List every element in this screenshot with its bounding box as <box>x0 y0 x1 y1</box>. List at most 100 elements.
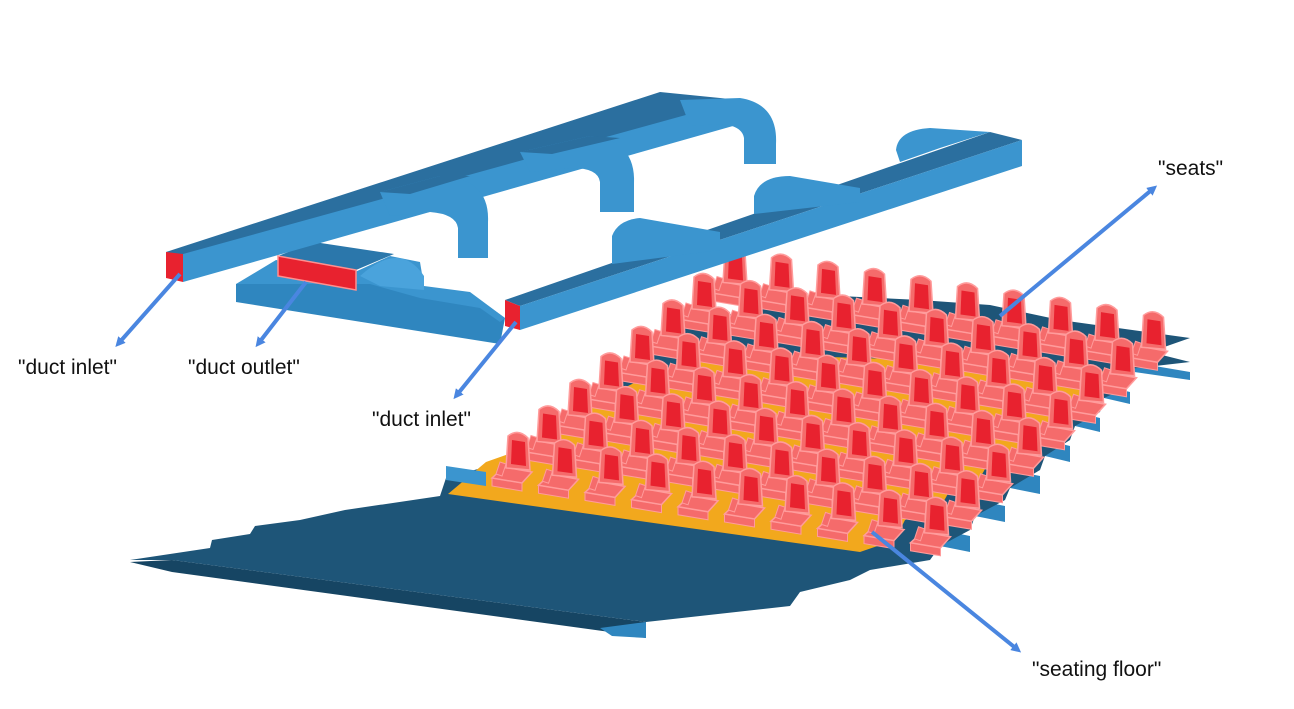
seat-back-face <box>697 374 712 401</box>
seat-armrest <box>681 490 693 506</box>
seat-back-face <box>914 471 929 498</box>
duct-outlet-face <box>277 255 357 291</box>
seat-armrest <box>882 458 895 475</box>
seat-back-face <box>1053 398 1069 425</box>
seating-floor-step-left <box>446 466 486 486</box>
seat-back-face <box>1022 331 1038 358</box>
seat <box>753 253 797 314</box>
seat-armrest <box>944 311 957 328</box>
seat-back-face <box>1084 372 1100 399</box>
duct-right <box>505 128 1022 330</box>
seat <box>862 395 906 456</box>
seat <box>1001 323 1045 383</box>
seat-armrest <box>820 323 833 340</box>
callout-labels: "duct inlet" "duct outlet" "duct inlet" … <box>18 157 1223 681</box>
seat-armrest <box>913 432 926 448</box>
duct-branch-1-dark <box>380 176 470 194</box>
seat-back-face <box>712 314 728 341</box>
seat-back-face <box>681 341 697 368</box>
duct-right-hump-3 <box>896 128 990 162</box>
seat <box>769 474 813 535</box>
seat-armrest <box>603 415 616 431</box>
seat <box>660 332 704 393</box>
label-seating-floor: "seating floor" <box>1032 658 1161 681</box>
seat-back-face <box>557 447 573 474</box>
seat-armrest <box>650 422 662 439</box>
outlet-plenum-front <box>236 278 505 344</box>
duct-right-hump-1 <box>612 218 720 264</box>
seat <box>536 438 580 499</box>
seat-back-face <box>821 456 836 483</box>
cabin-floor-edge <box>130 560 646 638</box>
seat-back-face <box>604 454 619 481</box>
duct-system <box>166 92 1022 344</box>
seat-armrest <box>619 355 631 371</box>
seat-back-face <box>1069 338 1084 365</box>
seat-armrest <box>619 449 631 465</box>
seat <box>722 467 766 528</box>
seat <box>722 279 766 340</box>
seat-back-face <box>945 444 960 471</box>
seat-armrest <box>588 381 600 398</box>
seat <box>598 385 642 446</box>
seat-armrest <box>572 442 585 458</box>
seat <box>939 470 983 530</box>
seat <box>722 373 766 434</box>
seat-back-face <box>867 463 883 490</box>
seat-armrest <box>960 345 972 361</box>
duct-branch-3 <box>680 98 777 164</box>
seat <box>846 267 890 328</box>
seat-armrest <box>805 478 817 494</box>
seat <box>614 419 658 480</box>
seat-back-face <box>945 350 960 377</box>
arrow-seats <box>998 185 1158 318</box>
seat-armrest <box>727 309 740 325</box>
seat-back-face <box>1053 304 1069 331</box>
seat-armrest <box>727 403 740 419</box>
duct-right-upper <box>505 132 1022 306</box>
seat-back-face <box>728 254 743 281</box>
seat-back-face <box>619 394 635 421</box>
seat-back-face <box>511 440 526 466</box>
seat-back-face <box>728 348 743 375</box>
seat-back-face <box>743 288 759 315</box>
seat <box>800 448 844 509</box>
seat-armrest <box>789 350 802 366</box>
seat <box>691 400 735 461</box>
seat <box>815 388 859 449</box>
seat <box>552 378 596 439</box>
seat-armrest <box>975 473 988 489</box>
label-duct-outlet: "duct outlet" <box>188 356 300 379</box>
seat <box>939 282 983 343</box>
seat-back-face <box>867 370 883 396</box>
seat-armrest <box>541 468 554 484</box>
seat <box>583 352 627 413</box>
seat-back-face <box>790 483 805 510</box>
seat-back-face <box>1007 391 1022 418</box>
seat-armrest <box>836 357 848 373</box>
seat-armrest <box>851 297 864 313</box>
seat-back-face <box>542 413 557 440</box>
seat <box>893 275 937 335</box>
seat-back-face <box>743 476 759 502</box>
seat-back-face <box>697 281 712 307</box>
seat-back-face <box>852 336 867 363</box>
seat-back-face <box>929 504 945 531</box>
seat-back-face <box>960 384 976 411</box>
seat <box>970 349 1014 410</box>
seat-back-face <box>712 408 728 435</box>
seat-back-face <box>836 396 852 423</box>
seat <box>955 315 999 376</box>
seat-armrest <box>1099 367 1112 383</box>
seat-back-face <box>666 401 681 428</box>
outlet-box-top <box>278 242 394 270</box>
seat-back-face <box>960 290 976 317</box>
seat <box>908 402 952 463</box>
seat-armrest <box>1006 446 1019 462</box>
seat <box>893 462 937 523</box>
seat-armrest <box>634 482 647 499</box>
seat-armrest <box>944 405 957 422</box>
seat-armrest <box>681 396 693 412</box>
seat-back-face <box>774 449 790 476</box>
seat <box>1125 311 1169 371</box>
